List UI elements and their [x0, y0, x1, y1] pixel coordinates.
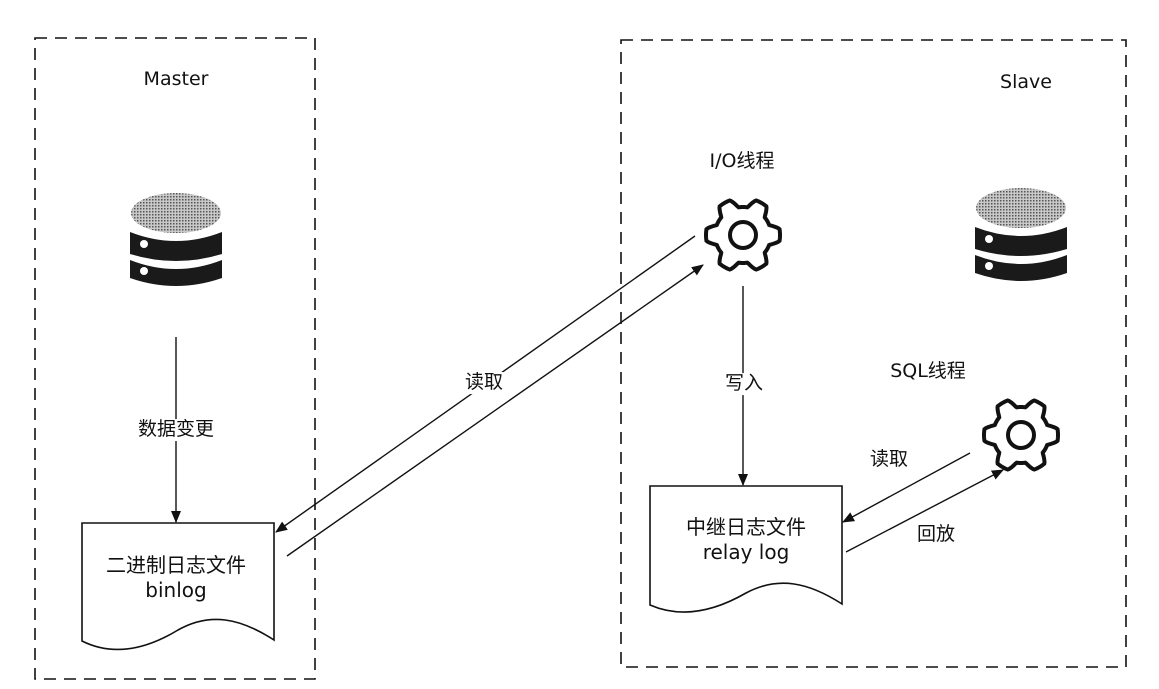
replay-label: 回放 — [916, 523, 956, 546]
sql-thread-label: SQL线程 — [890, 360, 966, 383]
slave-container — [620, 39, 1127, 668]
data-change-label: 数据变更 — [135, 418, 217, 441]
binlog-title: 二进制日志文件 — [106, 553, 246, 577]
relay-log-document: 中继日志文件 relay log — [686, 515, 806, 565]
master-database-icon — [130, 193, 222, 286]
slave-database-icon — [975, 188, 1067, 281]
relay-log-subtitle: relay log — [702, 540, 790, 564]
replay-arrow — [845, 469, 1004, 553]
write-label: 写入 — [722, 372, 766, 395]
sql-read-arrow — [842, 452, 971, 523]
master-container — [34, 37, 316, 680]
slave-title: Slave — [1000, 71, 1052, 94]
master-title: Master — [143, 68, 209, 91]
io-thread-label: I/O线程 — [709, 150, 775, 173]
binlog-document-shape — [81, 522, 275, 651]
binlog-subtitle: binlog — [145, 578, 207, 602]
binlog-document: 二进制日志文件 binlog — [106, 553, 246, 603]
relay-log-document-shape — [649, 485, 843, 613]
sql-thread-gear-icon — [981, 398, 1061, 472]
binlog-to-io-arrow — [286, 264, 704, 557]
io-thread-gear-icon — [703, 198, 783, 272]
relay-log-title: 中继日志文件 — [686, 515, 806, 539]
sql-read-label: 读取 — [869, 448, 909, 471]
cross-read-label: 读取 — [462, 371, 506, 394]
